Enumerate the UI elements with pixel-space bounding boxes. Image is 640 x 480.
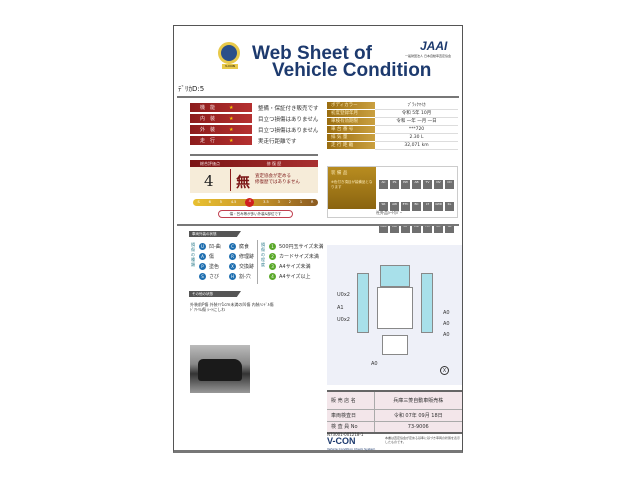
ratings: 機 能★整備・保証付き販売です 内 装★目立つ損傷はありません 外 装★目立つ損… <box>190 102 320 146</box>
score-box: 4 無 査定協会が定める修復歴ではありません <box>190 167 318 193</box>
dealer-table: 販 売 店 名兵庫三菱自動車販売株 車両検査日令和 07年 09月 18日 検 … <box>327 390 462 434</box>
repair-history: 無 <box>236 175 250 191</box>
equipment-icon: AT <box>401 224 410 233</box>
equipment-icon: EC <box>434 224 443 233</box>
equipment-icon: PS <box>390 180 399 189</box>
exterior-title: 車両外装の状態 <box>189 231 241 237</box>
rating-row: 外 装★目立つ損傷はありません <box>190 124 320 135</box>
org-subtitle: 一般財団法人 日本自動車査定協会 <box>405 54 451 58</box>
equipment-icon: LT <box>423 202 432 211</box>
equipment-icon: NV <box>434 180 443 189</box>
jaai-logo: JAAI <box>420 39 448 53</box>
equipment-icon: KL <box>445 202 454 211</box>
star-icon: ★ <box>229 104 234 111</box>
equipment-icon: SK <box>445 224 454 233</box>
equipment-icon: AW <box>390 202 399 211</box>
rating-row: 内 装★目立つ損傷はありません <box>190 113 320 124</box>
rating-row: 機 能★整備・保証付き販売です <box>190 102 320 113</box>
cert-number: N73001-001218-1 <box>327 432 364 437</box>
other-text: 外装前P傷 外装ﾘｱ1cm未満の凹傷 内装ﾊﾝﾄﾞﾙ傷ﾄﾞｱﾄﾘﾑ傷 ｼｰﾄにし… <box>190 302 274 312</box>
equipment-icon: ABS <box>379 224 388 233</box>
title-line1: Web Sheet of <box>252 43 372 64</box>
vcon-brand: V-CON <box>327 436 356 446</box>
equipment-icon: FD <box>423 224 432 233</box>
vehicle-name: ﾃﾞﾘｶD:5 <box>178 85 205 93</box>
equipment-icon: SR <box>379 202 388 211</box>
levels-label: 損傷の程度 <box>261 242 265 267</box>
footer-notice: 本書は査定協会が定める基準に基づき車両の状態を表示したものです。 <box>385 436 461 444</box>
vcon-logo <box>218 42 240 64</box>
spec-table: ボディカラーﾌﾞﾗｯｸﾏｲｶ 初度登録年月令和 5年 10月 車検有効期限令和 … <box>327 102 458 150</box>
score-note: 傷・凹み等が多い外装&部位です <box>218 210 293 218</box>
types-label: 損傷の種類 <box>191 242 195 267</box>
x-mark: X <box>440 366 449 375</box>
equipment-extra: 社外品ｼｰﾄｶﾊﾞｰ <box>376 210 402 215</box>
score-header: 総合評価点修 復 歴 <box>190 160 318 167</box>
equipment-icon: BC <box>412 202 421 211</box>
equipment-icon: AC <box>379 180 388 189</box>
equipment-icon: TV <box>423 180 432 189</box>
title-line2: Vehicle Condition <box>272 60 432 81</box>
equipment-icon: DR <box>412 224 421 233</box>
divider <box>177 96 459 98</box>
equipment-icon: AB <box>412 180 421 189</box>
vehicle-photo <box>190 345 250 393</box>
rating-row: 走 行★実走行距離です <box>190 135 320 146</box>
star-icon: ★ <box>229 126 234 133</box>
equipment-icon: MD <box>390 224 399 233</box>
logo-ribbon: V-CON <box>222 64 238 69</box>
equipment-icon: PW <box>401 180 410 189</box>
equipment-icon: ETC <box>401 202 410 211</box>
damage-diagram: U0x2 A1 U0x2 A0 A0 A0 A0 X <box>327 245 462 385</box>
star-icon: ★ <box>229 115 234 122</box>
overall-score: 4 <box>204 172 214 190</box>
other-title: その他の状態 <box>189 291 241 297</box>
equipment-icon: CD <box>445 180 454 189</box>
star-icon: ★ <box>229 137 234 144</box>
equipment-icon: 4WD <box>434 202 443 211</box>
